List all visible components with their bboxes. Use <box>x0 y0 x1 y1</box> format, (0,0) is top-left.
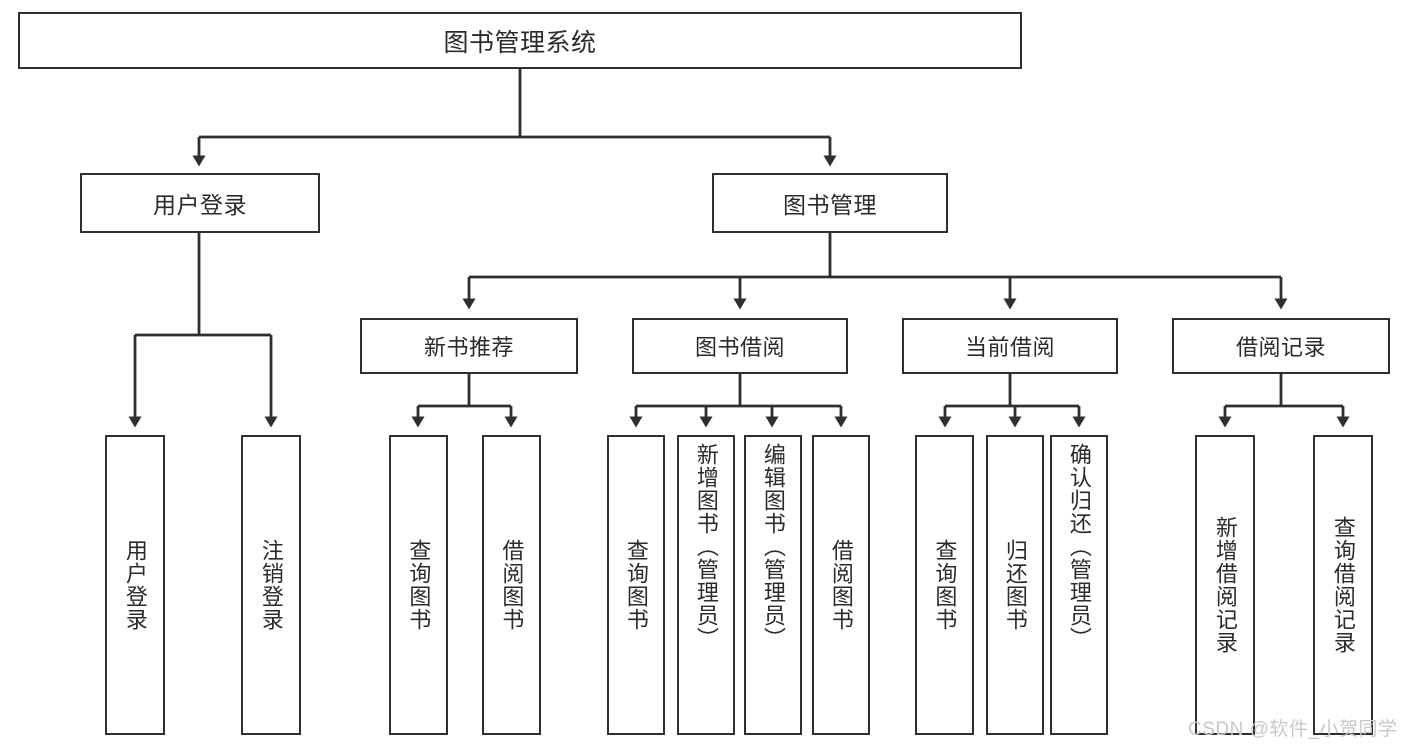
leaf-current-confirm-return-admin[interactable]: 确认归还（管理员） <box>1050 435 1108 735</box>
node-user-login[interactable]: 用户登录 <box>80 173 320 233</box>
node-new-book-recommend[interactable]: 新书推荐 <box>360 318 578 374</box>
leaf-current-return-book[interactable]: 归还图书 <box>986 435 1044 735</box>
node-label: 借阅图书 <box>499 539 525 631</box>
leaf-recommend-query-book[interactable]: 查询图书 <box>389 435 448 735</box>
node-label: 新书推荐 <box>423 335 514 360</box>
node-label: 查询图书 <box>932 539 958 631</box>
node-label: 新增借阅记录 <box>1212 516 1238 654</box>
leaf-borrow-add-book-admin[interactable]: 新增图书（管理员） <box>677 435 735 735</box>
node-label: 编辑图书（管理员） <box>760 443 786 650</box>
leaf-user-login[interactable]: 用户登录 <box>105 435 165 735</box>
node-current-borrow[interactable]: 当前借阅 <box>902 318 1118 374</box>
leaf-borrow-borrow-book[interactable]: 借阅图书 <box>812 435 870 735</box>
node-label: 确认归还（管理员） <box>1066 443 1092 650</box>
node-label: 当前借阅 <box>964 335 1055 360</box>
node-label: 查询借阅记录 <box>1330 516 1356 654</box>
node-label: 图书管理系统 <box>443 28 597 57</box>
watermark-text: CSDN @软件_小贺同学 <box>1188 719 1398 740</box>
leaf-user-logout[interactable]: 注销登录 <box>241 435 301 735</box>
node-label: 归还图书 <box>1002 539 1028 631</box>
leaf-current-query-book[interactable]: 查询图书 <box>915 435 974 735</box>
node-label: 借阅图书 <box>828 539 854 631</box>
node-label: 查询图书 <box>406 539 432 631</box>
leaf-borrow-query-book[interactable]: 查询图书 <box>607 435 665 735</box>
node-book-management[interactable]: 图书管理 <box>712 173 948 233</box>
leaf-records-add-record[interactable]: 新增借阅记录 <box>1195 435 1255 735</box>
node-label: 注销登录 <box>258 539 284 631</box>
leaf-borrow-edit-book-admin[interactable]: 编辑图书（管理员） <box>744 435 802 735</box>
node-label: 用户登录 <box>122 539 148 631</box>
leaf-recommend-borrow-book[interactable]: 借阅图书 <box>482 435 541 735</box>
node-book-borrow[interactable]: 图书借阅 <box>632 318 848 374</box>
node-borrow-records[interactable]: 借阅记录 <box>1172 318 1390 374</box>
node-root-system[interactable]: 图书管理系统 <box>18 12 1022 69</box>
node-label: 查询图书 <box>623 539 649 631</box>
node-label: 新增图书（管理员） <box>693 443 719 650</box>
node-label: 借阅记录 <box>1235 335 1326 360</box>
node-label: 图书借阅 <box>694 335 785 360</box>
node-label: 用户登录 <box>153 192 247 218</box>
leaf-records-query-record[interactable]: 查询借阅记录 <box>1313 435 1373 735</box>
node-label: 图书管理 <box>783 192 877 218</box>
